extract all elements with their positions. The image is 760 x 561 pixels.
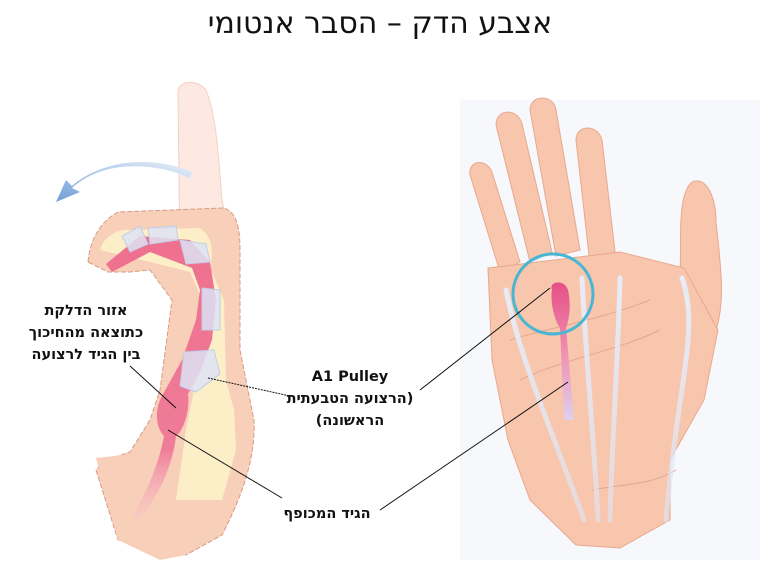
- label-line: (הרצועה הטבעתית: [286, 391, 414, 407]
- ring-finger: [495, 111, 553, 263]
- page-title: אצבע הדק – הסבר אנטומי: [207, 6, 553, 41]
- label-line: אזור הדלקת: [44, 303, 128, 319]
- palm: [487, 251, 719, 549]
- label-line: בין הגיד לרצועה: [31, 347, 141, 363]
- leader-pulley-palm: [419, 287, 551, 391]
- tendon-little: [503, 287, 587, 523]
- pulley-a5: [121, 225, 149, 253]
- a1-pulley-highlight-circle: [511, 252, 595, 336]
- middle-finger: [529, 97, 581, 257]
- pulley-a2: [201, 287, 221, 331]
- leader-inflammation: [129, 365, 177, 409]
- pulleys-side: [121, 225, 221, 393]
- leader-tendon-palm: [379, 381, 569, 511]
- pulley-a4: [147, 225, 179, 245]
- leader-lines-right: [379, 287, 569, 511]
- tendon-ring-ext: [607, 275, 623, 523]
- flexion-arrow-icon: [56, 161, 192, 202]
- tendon-index: [579, 275, 601, 523]
- label-line: A1 Pulley: [311, 369, 389, 385]
- label-inflammation-area: אזור הדלקת כתוצאה מהחיכוך בין הגיד לרצוע…: [26, 300, 146, 366]
- leader-pulley-side: [207, 377, 291, 397]
- palm-skin: [96, 432, 186, 560]
- leader-lines-left: [129, 365, 291, 499]
- label-line: הראשונה): [315, 413, 385, 429]
- flexor-tendon-palm: [551, 282, 574, 420]
- finger-side-view: [56, 81, 255, 560]
- label-a1-pulley: A1 Pulley (הרצועה הטבעתית הראשונה): [282, 366, 418, 432]
- pulley-a1: [179, 349, 221, 393]
- hand-palm-view: [460, 97, 760, 560]
- little-finger: [469, 162, 521, 273]
- leader-tendon-side: [167, 429, 283, 499]
- label-line: כתוצאה מהחיכוך: [28, 325, 144, 341]
- tendon-thumb: [663, 275, 692, 523]
- label-line: הגיד המכופף: [283, 506, 371, 522]
- label-flexor-tendon: הגיד המכופף: [272, 503, 382, 525]
- index-finger: [575, 127, 617, 265]
- pulley-a3: [179, 239, 211, 265]
